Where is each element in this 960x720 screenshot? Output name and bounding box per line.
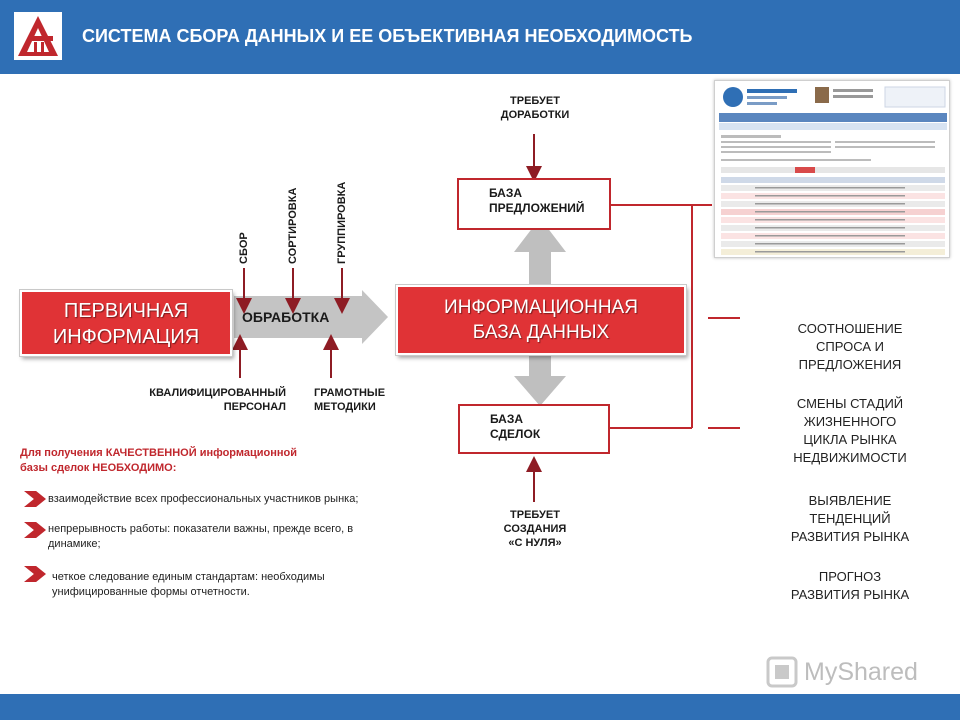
footer-bar bbox=[0, 694, 960, 720]
qualified-staff-label: КВАЛИФИЦИРОВАННЫЙ ПЕРСОНАЛ bbox=[149, 387, 286, 413]
outcome-forecast: ПРОГНОЗ РАЗВИТИЯ РЫНКА bbox=[790, 569, 910, 602]
offers-base-box: БАЗА ПРЕДЛОЖЕНИЙ bbox=[457, 178, 611, 230]
processing-label: ОБРАБОТКА bbox=[242, 309, 330, 325]
website-screenshot-thumbnail bbox=[714, 80, 950, 258]
deals-note: ТРЕБУЕТ СОЗДАНИЯ «С НУЛЯ» bbox=[503, 509, 567, 549]
down-arrow bbox=[514, 356, 566, 406]
chevron-right-icon bbox=[24, 491, 46, 507]
chevron-right-icon bbox=[24, 522, 46, 538]
watermark-logo-icon bbox=[766, 656, 798, 688]
grouping-label: ГРУППИРОВКА bbox=[336, 181, 348, 264]
logo-emblem-icon bbox=[18, 16, 58, 56]
outcome-lifecycle: СМЕНЫ СТАДИЙ ЖИЗНЕННОГО ЦИКЛА РЫНКА НЕДВ… bbox=[793, 396, 907, 465]
info-database-box: ИНФОРМАЦИОННАЯ БАЗА ДАННЫХ bbox=[395, 284, 687, 356]
sorting-label: СОРТИРОВКА bbox=[287, 187, 299, 264]
outcome-trends: ВЫЯВЛЕНИЕ ТЕНДЕНЦИЙ РАЗВИТИЯ РЫНКА bbox=[790, 493, 910, 544]
outcome-supply-demand: СООТНОШЕНИЕ СПРОСА И ПРЕДЛОЖЕНИЯ bbox=[797, 321, 903, 372]
deals-base-box: БАЗА СДЕЛОК bbox=[458, 404, 610, 454]
requirement-item: взаимодействие всех профессиональных уча… bbox=[48, 493, 359, 505]
collection-label: СБОР bbox=[238, 232, 250, 264]
requirement-item: четкое следование единым стандартам: нео… bbox=[52, 571, 325, 598]
methods-label: ГРАМОТНЫЕ МЕТОДИКИ bbox=[314, 387, 386, 413]
header-bar: СИСТЕМА СБОРА ДАННЫХ И ЕЕ ОБЪЕКТИВНАЯ НЕ… bbox=[0, 0, 960, 74]
logo bbox=[14, 12, 62, 60]
chevron-right-icon bbox=[24, 566, 46, 582]
requirement-item: непрерывность работы: показатели важны, … bbox=[48, 523, 354, 550]
screenshot-image bbox=[715, 81, 949, 257]
up-arrow bbox=[514, 218, 566, 284]
primary-info-box: ПЕРВИЧНАЯ ИНФОРМАЦИЯ bbox=[19, 289, 233, 357]
requirements-heading: Для получения КАЧЕСТВЕННОЙ информационно… bbox=[20, 447, 297, 474]
offers-note: ТРЕБУЕТ ДОРАБОТКИ bbox=[500, 95, 570, 121]
page-title: СИСТЕМА СБОРА ДАННЫХ И ЕЕ ОБЪЕКТИВНАЯ НЕ… bbox=[82, 26, 693, 46]
